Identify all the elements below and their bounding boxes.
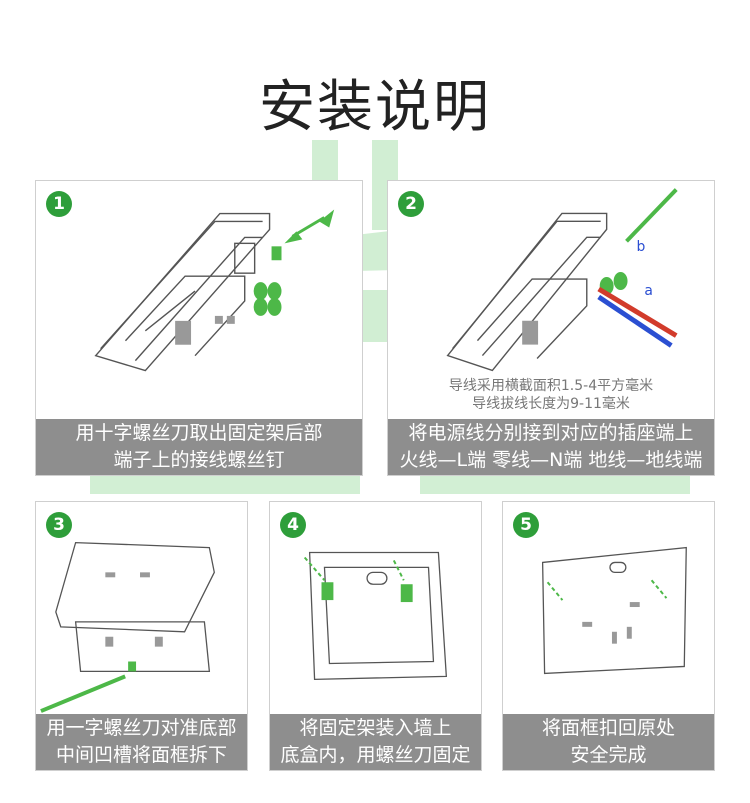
step-3-illustration [40,541,215,713]
caption-line-1: 将电源线分别接到对应的插座端上 [408,422,694,444]
note-line-2: 导线拔线长度为9-11毫米 [472,396,630,412]
step-number-badge: 2 [398,191,424,217]
step-caption: 用十字螺丝刀取出固定架后部 端子上的接线螺丝钉 [36,419,362,475]
label-a: a [644,283,653,299]
step-4-illustration [303,551,448,680]
step-caption: 将固定架装入墙上 底盒内，用螺丝刀固定 [270,714,481,770]
caption-line-2: 安全完成 [570,744,647,766]
step-caption: 将面框扣回原处 安全完成 [503,714,714,770]
step-card-1: 1 用十字螺丝刀取出固定架后部 端子上的接线螺丝钉 [35,180,363,476]
step-number-badge: 5 [513,512,539,538]
step-1-illustration [94,209,335,372]
label-b: b [636,239,645,255]
caption-line-1: 将固定架装入墙上 [299,717,452,739]
caption-line-1: 用十字螺丝刀取出固定架后部 [75,422,323,444]
step-5-illustration [541,546,687,675]
caption-line-1: 将面框扣回原处 [541,717,675,739]
step-caption: 用一字螺丝刀对准底部 中间凹槽将面框拆下 [36,714,247,770]
caption-line-2: 底盒内，用螺丝刀固定 [280,744,471,766]
note-line-1: 导线采用横截面积1.5-4平方毫米 [448,378,654,394]
step-card-4: 4 将固定架装入墙上 底盒内，用螺丝刀固定 [269,501,482,771]
caption-line-2: 端子上的接线螺丝钉 [113,449,285,471]
step-card-3: 3 用一字螺丝刀对准底部 中间凹槽将面框拆下 [35,501,248,771]
caption-line-2: 火线—L端 零线—N端 地线—地线端 [399,449,703,471]
caption-line-2: 中间凹槽将面框拆下 [55,744,227,766]
step-caption: 将电源线分别接到对应的插座端上 火线—L端 零线—N端 地线—地线端 [388,419,714,475]
step-number-badge: 3 [46,512,72,538]
step-card-2: 2 b a 导线采用横截面积1.5-4平方毫米 导线拔线长度为9-11毫米 将电… [387,180,715,476]
step-number-badge: 1 [46,191,72,217]
step-number-badge: 4 [280,512,306,538]
caption-line-1: 用一字螺丝刀对准底部 [46,717,237,739]
wire-spec-note: 导线采用横截面积1.5-4平方毫米 导线拔线长度为9-11毫米 [388,377,714,413]
step-card-5: 5 将面框扣回原处 安全完成 [502,501,715,771]
step-2-illustration: b a [446,188,678,372]
page-title: 安装说明 [259,75,491,140]
